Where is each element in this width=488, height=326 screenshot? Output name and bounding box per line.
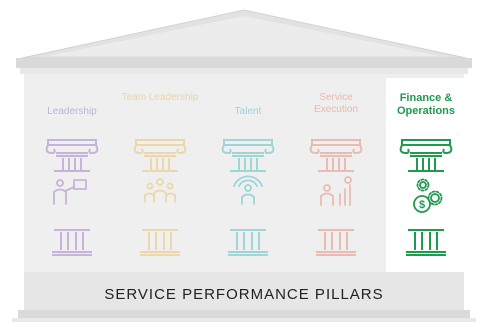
- roof-beam: [16, 58, 472, 68]
- service-chart-icon: [320, 176, 352, 206]
- roof-inner: [48, 16, 440, 56]
- base-shadow: [12, 318, 476, 322]
- dollar-gears-icon: $: [413, 178, 443, 213]
- pillar-capital: [221, 139, 275, 172]
- pillar-label: Talent: [234, 106, 262, 117]
- pillar-5: $: [399, 139, 453, 256]
- pillar-1: [45, 139, 99, 256]
- base-step: [24, 272, 464, 312]
- pillar-label: Leadership: [47, 106, 97, 117]
- pillar-base: [228, 229, 268, 256]
- person-presenting-icon: [53, 179, 87, 205]
- highlight-panel: [386, 78, 466, 274]
- pillar-label: Finance & Operations: [396, 92, 456, 117]
- roof-beam-shadow: [20, 68, 468, 74]
- pillar-2: [133, 139, 187, 256]
- person-signal-icon: [233, 175, 263, 205]
- pillar-3: [221, 139, 275, 256]
- pillar-base: [406, 229, 446, 256]
- team-icon: [144, 178, 176, 203]
- pillars-layer: $: [45, 139, 453, 256]
- pillar-label: Team Leadership: [121, 92, 199, 103]
- pillar-capital: [133, 139, 187, 172]
- pillar-base: [140, 229, 180, 256]
- dollar-sign: $: [419, 199, 425, 211]
- pillar-base: [316, 229, 356, 256]
- diagram-title: SERVICE PERFORMANCE PILLARS: [104, 286, 384, 303]
- pillar-4: [309, 139, 363, 256]
- pillar-capital: [399, 139, 453, 172]
- pillar-capital: [45, 139, 99, 172]
- pillar-base: [52, 229, 92, 256]
- pillar-label: Service Execution: [314, 92, 358, 115]
- base-bottom: [18, 310, 470, 318]
- pillar-capital: [309, 139, 363, 172]
